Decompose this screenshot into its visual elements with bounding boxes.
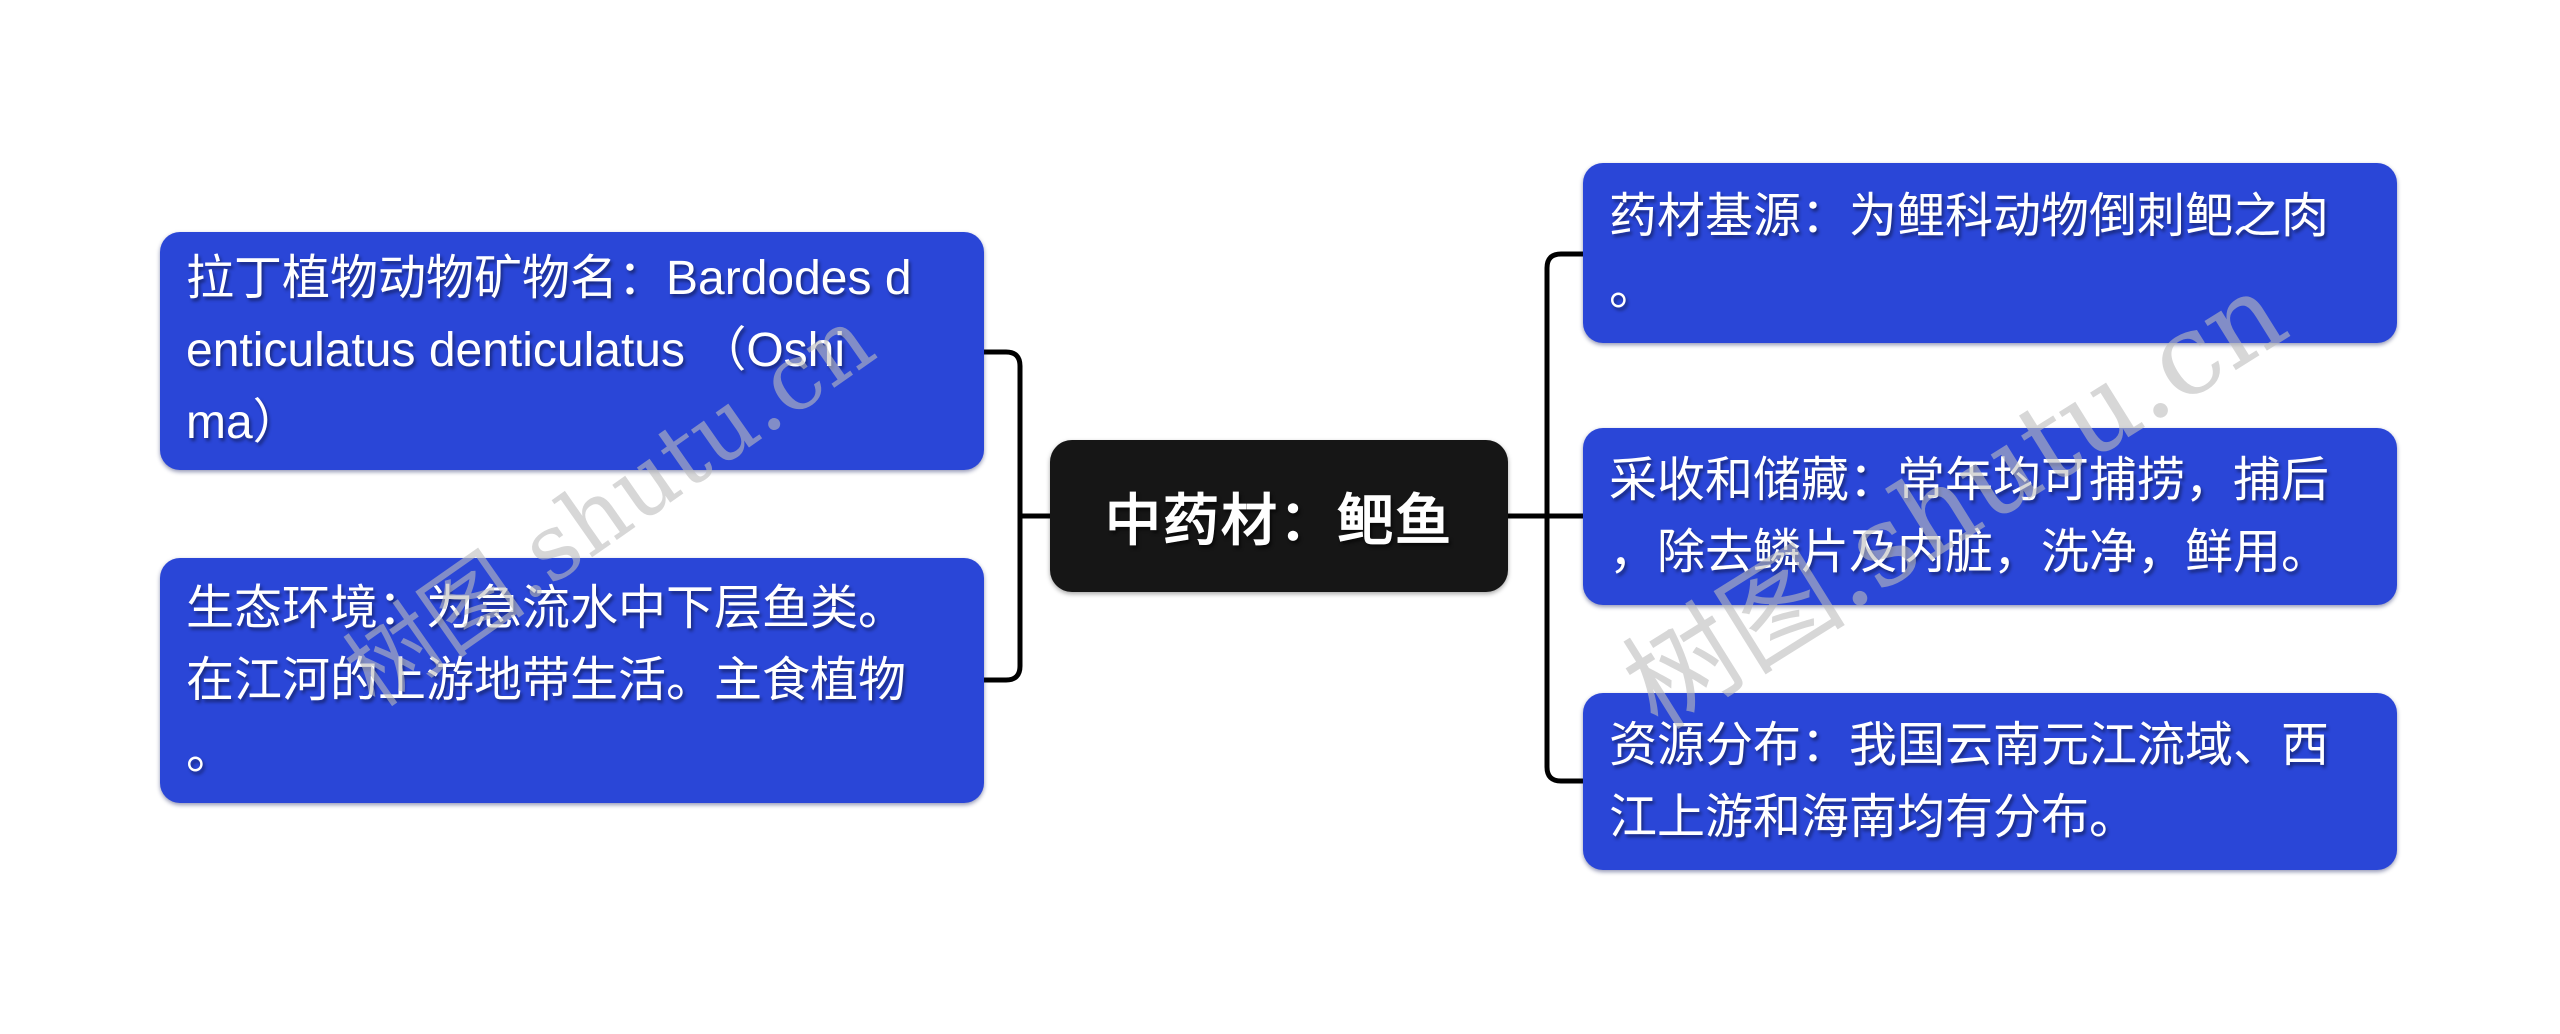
node-text-line: 生态环境：为急流水中下层鱼类。 xyxy=(186,581,907,635)
node-text-line: ，除去鳞片及内脏，洗净，鲜用。 xyxy=(1609,525,2330,579)
node-text-line: 在江河的上游地带生活。主食植物 xyxy=(186,653,907,707)
node-text-line: ma） xyxy=(186,396,301,449)
connector-left-bracket xyxy=(981,349,1023,683)
node-root[interactable]: 中药材：鲃鱼 xyxy=(1050,440,1508,592)
root-label: 中药材：鲃鱼 xyxy=(1105,488,1453,552)
node-text-line: enticulatus denticulatus （Oshi xyxy=(186,324,846,377)
node-text-line: 。 xyxy=(1609,262,1658,315)
node-text-line: 拉丁植物动物矿物名：Bardodes d xyxy=(186,252,912,305)
node-text-line: 资源分布：我国云南元江流域、西 xyxy=(1609,718,2330,772)
node-harvest-storage[interactable]: 采收和储藏：常年均可捕捞，捕后 ，除去鳞片及内脏，洗净，鲜用。 xyxy=(1583,428,2397,605)
node-ecology[interactable]: 生态环境：为急流水中下层鱼类。 在江河的上游地带生活。主食植物 。 xyxy=(160,558,984,803)
node-resource-distribution[interactable]: 资源分布：我国云南元江流域、西 江上游和海南均有分布。 xyxy=(1583,693,2397,870)
node-text-line: 采收和储藏：常年均可捕捞，捕后 xyxy=(1609,453,2330,507)
node-text-line: 药材基源：为鲤科动物倒刺鲃之肉 xyxy=(1609,190,2330,243)
node-text-line: 江上游和海南均有分布。 xyxy=(1609,790,2138,844)
node-medicinal-source[interactable]: 药材基源：为鲤科动物倒刺鲃之肉 。 xyxy=(1583,163,2397,343)
connector-right-spine xyxy=(1544,251,1586,784)
node-latin-name[interactable]: 拉丁植物动物矿物名：Bardodes d enticulatus denticu… xyxy=(160,232,984,470)
node-text-line: 。 xyxy=(186,725,235,779)
